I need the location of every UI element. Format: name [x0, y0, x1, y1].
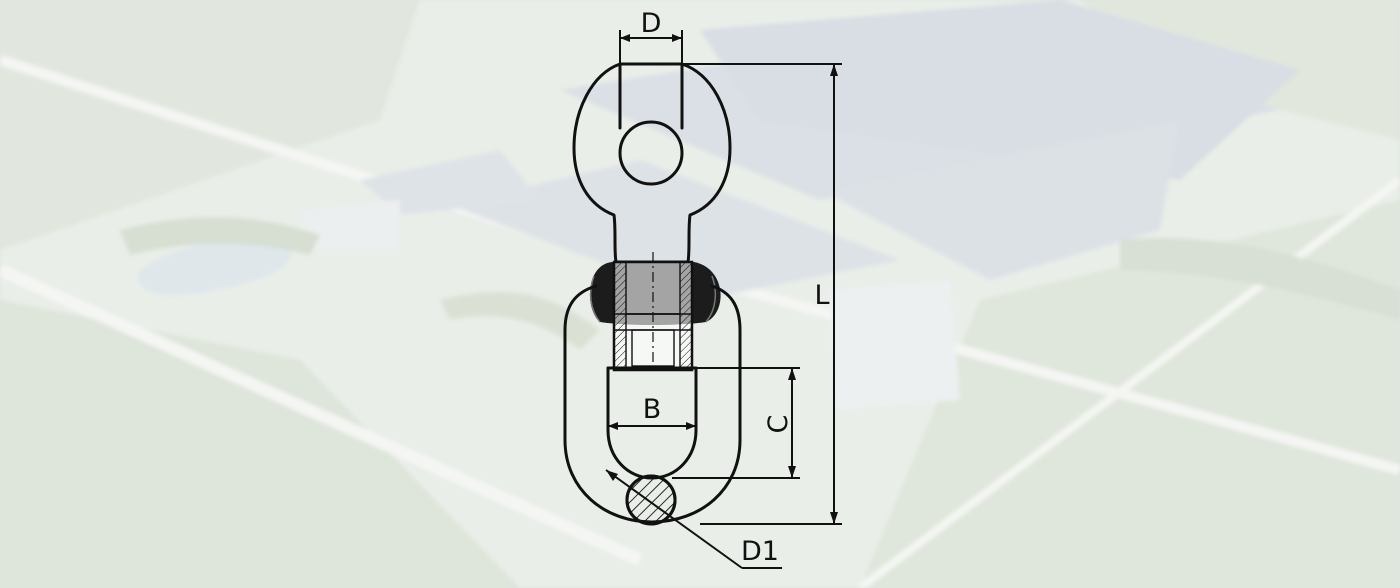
dimension-l: L — [682, 63, 842, 525]
swivel-shackle — [563, 62, 742, 526]
dimension-label-d: D — [641, 8, 662, 39]
dimensions: D L B C — [605, 8, 842, 569]
dimension-label-b: B — [643, 394, 662, 425]
pin-section — [625, 474, 677, 526]
dimension-label-c: C — [763, 415, 794, 434]
dimension-d: D — [619, 8, 683, 64]
dimension-d1: D1 — [605, 469, 782, 569]
dimension-b: B — [608, 394, 696, 430]
threaded-shank — [612, 252, 694, 372]
dimension-c: C — [672, 367, 800, 479]
dimension-label-l: L — [814, 280, 829, 311]
dimension-label-d1: D1 — [741, 536, 779, 567]
